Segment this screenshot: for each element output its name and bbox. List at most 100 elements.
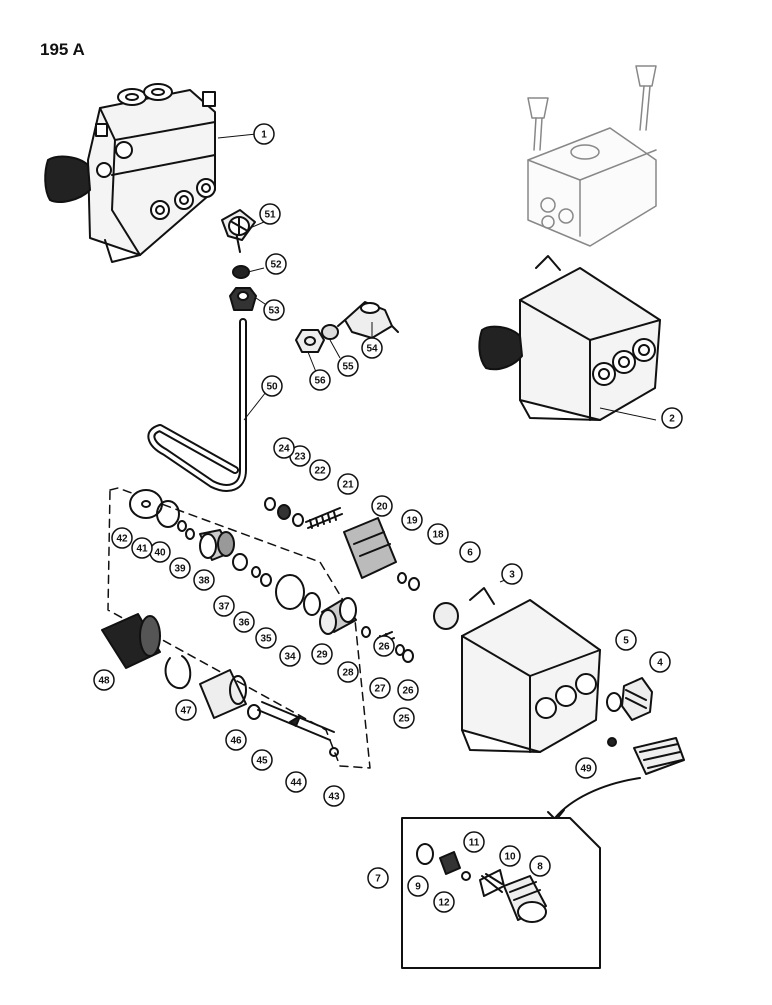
spool-end-38	[199, 529, 235, 561]
callout-circle	[337, 473, 359, 495]
callout-19: 19	[401, 509, 423, 531]
callout-circle	[279, 645, 301, 667]
ring-35	[260, 573, 272, 587]
callout-54: 54	[361, 337, 383, 359]
callout-circle	[337, 661, 359, 683]
callout-number: 21	[342, 480, 354, 491]
callout-number: 51	[264, 210, 276, 221]
callout-26: 26	[373, 635, 395, 657]
callout-circle	[499, 845, 521, 867]
callout-number: 42	[116, 534, 128, 545]
callout-number: 52	[270, 260, 282, 271]
callout-42: 42	[111, 527, 133, 549]
callout-18: 18	[427, 523, 449, 545]
callout-27: 27	[369, 677, 391, 699]
valve-body-3	[461, 587, 601, 753]
callout-41: 41	[131, 537, 153, 559]
ring-26-a	[361, 626, 371, 638]
snap-ring-47	[164, 655, 192, 690]
callout-47: 47	[175, 699, 197, 721]
callout-number: 9	[415, 882, 421, 893]
callout-number: 5	[623, 636, 629, 647]
callout-44: 44	[285, 771, 307, 793]
callout-25: 25	[393, 707, 415, 729]
callout-10: 10	[499, 845, 521, 867]
callout-circle	[251, 749, 273, 771]
callout-5: 5	[615, 629, 637, 651]
callout-55: 55	[337, 355, 359, 377]
callout-circle	[193, 569, 215, 591]
ring-22	[292, 513, 304, 527]
tube-50	[147, 318, 247, 492]
ring-36	[251, 566, 261, 578]
callout-circle	[575, 757, 597, 779]
callout-number: 1	[261, 130, 267, 141]
callout-49: 49	[575, 757, 597, 779]
callout-number: 20	[376, 502, 388, 513]
callout-53: 53	[263, 299, 285, 321]
ring-39	[185, 528, 195, 540]
callout-50: 50	[261, 375, 283, 397]
callout-number: 50	[266, 382, 278, 393]
callout-number: 25	[398, 714, 410, 725]
callout-number: 22	[314, 466, 326, 477]
nut-53	[229, 287, 257, 311]
callout-29: 29	[311, 643, 333, 665]
callout-circle	[213, 595, 235, 617]
callout-number: 37	[218, 602, 230, 613]
callout-circle	[407, 875, 429, 897]
ring-24	[264, 497, 276, 511]
callout-number: 2	[669, 414, 675, 425]
callout-number: 24	[278, 444, 290, 455]
callout-number: 34	[284, 652, 296, 663]
callout-48: 48	[93, 669, 115, 691]
page-number-label: 195 A	[40, 40, 85, 59]
callout-43: 43	[323, 785, 345, 807]
o-ring-5	[606, 692, 622, 712]
callout-number: 54	[366, 344, 378, 355]
callout-number: 47	[180, 706, 192, 717]
detail-inset-box	[401, 817, 601, 969]
callout-circle	[433, 891, 455, 913]
tee-fitting-51	[221, 209, 256, 253]
callout-number: 56	[314, 376, 326, 387]
callout-circle	[401, 509, 423, 531]
callout-circle	[371, 495, 393, 517]
callout-circle	[309, 369, 331, 391]
callout-number: 7	[375, 874, 381, 885]
callout-circle	[367, 867, 389, 889]
callout-circle	[649, 651, 671, 673]
callout-circle	[259, 203, 281, 225]
callout-number: 44	[290, 778, 302, 789]
callout-number: 27	[374, 684, 386, 695]
ring-41	[156, 500, 180, 528]
callout-46: 46	[225, 729, 247, 751]
ring-34	[275, 574, 305, 610]
callout-36: 36	[233, 611, 255, 633]
ring-25	[402, 649, 414, 663]
callout-22: 22	[309, 459, 331, 481]
callout-circle	[369, 677, 391, 699]
callout-number: 4	[657, 658, 663, 669]
callout-number: 45	[256, 756, 268, 767]
callout-circle	[309, 459, 331, 481]
callout-number: 55	[342, 362, 354, 373]
retainer-23	[277, 504, 291, 520]
callout-11: 11	[463, 831, 485, 853]
ferrule-52	[232, 265, 250, 279]
callout-number: 26	[378, 642, 390, 653]
spring-21	[305, 507, 343, 529]
plug-6	[433, 602, 459, 630]
callout-circle	[111, 527, 133, 549]
ring-43	[329, 747, 339, 757]
callout-37: 37	[213, 595, 235, 617]
ring-26-b	[395, 644, 405, 656]
callout-circle	[255, 627, 277, 649]
retainer-37	[232, 553, 248, 571]
callout-number: 48	[98, 676, 110, 687]
callout-circle	[615, 629, 637, 651]
valve-assembly-2	[478, 65, 661, 421]
callout-number: 6	[467, 548, 473, 559]
callout-circle	[459, 541, 481, 563]
